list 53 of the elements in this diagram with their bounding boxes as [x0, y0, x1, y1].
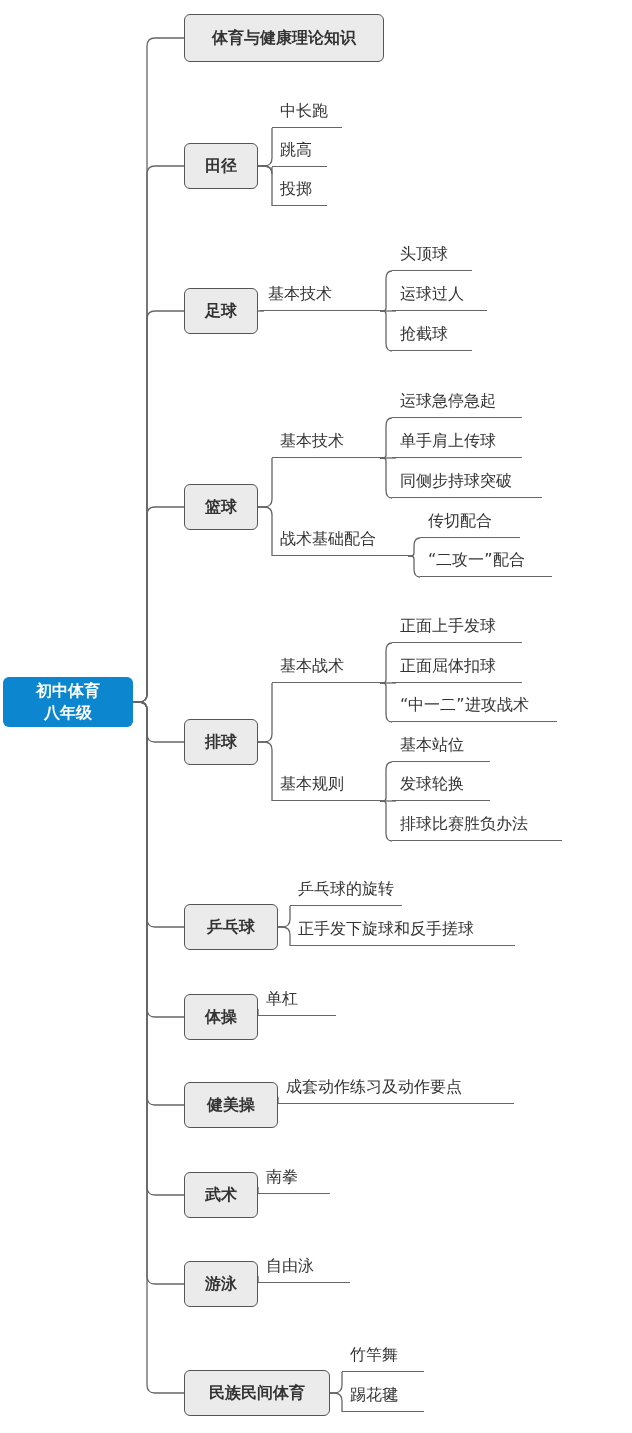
topic-box: 田径: [184, 143, 258, 189]
subtopic-label: 正面屈体扣球: [392, 653, 522, 683]
topic-box: 排球: [184, 719, 258, 765]
root-topic-box: 初中体育八年级: [3, 677, 133, 727]
subtopic-label: 中长跑: [272, 98, 342, 128]
subtopic-label: 基本战术: [272, 653, 380, 683]
subtopic-label: 运球过人: [392, 281, 487, 311]
connector-line: [329, 1392, 343, 1413]
subtopic-label: 跳高: [272, 137, 327, 167]
topic-box: 武术: [184, 1172, 258, 1218]
subtopic-label: 乒乓球的旋转: [290, 876, 402, 906]
subtopic-label: 头顶球: [392, 241, 472, 271]
topic-box: 乒乓球: [184, 904, 278, 950]
subtopic-label: 自由泳: [258, 1253, 350, 1283]
subtopic-label: 南拳: [258, 1164, 330, 1194]
subtopic-label: 抢截球: [392, 321, 472, 351]
subtopic-label: 单手肩上传球: [392, 428, 522, 458]
subtopic-label: 基本技术: [272, 428, 380, 458]
topic-box: 民族民间体育: [184, 1370, 330, 1416]
subtopic-label: 排球比赛胜负办法: [392, 811, 562, 841]
topic-box: 体操: [184, 994, 258, 1040]
connector-line: [257, 165, 273, 207]
connector-line: [379, 800, 393, 842]
topic-box: 体育与健康理论知识: [184, 14, 384, 62]
subtopic-label: 单杠: [258, 986, 336, 1016]
topic-box: 篮球: [184, 484, 258, 530]
connector-line: [407, 555, 421, 578]
connector-line: [277, 926, 291, 947]
subtopic-label: 运球急停急起: [392, 388, 522, 418]
subtopic-label: “中一二”进攻战术: [392, 692, 557, 722]
subtopic-label: 战术基础配合: [272, 526, 408, 556]
subtopic-label: 同侧步持球突破: [392, 468, 542, 498]
subtopic-label: 成套动作练习及动作要点: [278, 1074, 514, 1104]
topic-box: 足球: [184, 288, 258, 334]
subtopic-label: 踢花毽: [342, 1382, 424, 1412]
subtopic-label: 传切配合: [420, 508, 520, 538]
connector-line: [379, 310, 393, 352]
subtopic-label: 基本规则: [272, 771, 380, 801]
subtopic-label: 正面上手发球: [392, 613, 522, 643]
subtopic-label: 基本技术: [260, 281, 380, 311]
connector-line: [257, 310, 265, 312]
topic-box: 游泳: [184, 1261, 258, 1307]
subtopic-label: “二攻一”配合: [420, 547, 552, 577]
connector-line: [257, 506, 273, 557]
connector-line: [379, 457, 393, 499]
subtopic-label: 发球轮换: [392, 771, 490, 801]
connector-line: [257, 741, 273, 802]
subtopic-label: 投掷: [272, 176, 327, 206]
subtopic-label: 正手发下旋球和反手搓球: [290, 916, 515, 946]
topic-box: 健美操: [184, 1082, 278, 1128]
subtopic-label: 竹竿舞: [342, 1342, 424, 1372]
subtopic-label: 基本站位: [392, 732, 490, 762]
connector-line: [379, 682, 393, 723]
